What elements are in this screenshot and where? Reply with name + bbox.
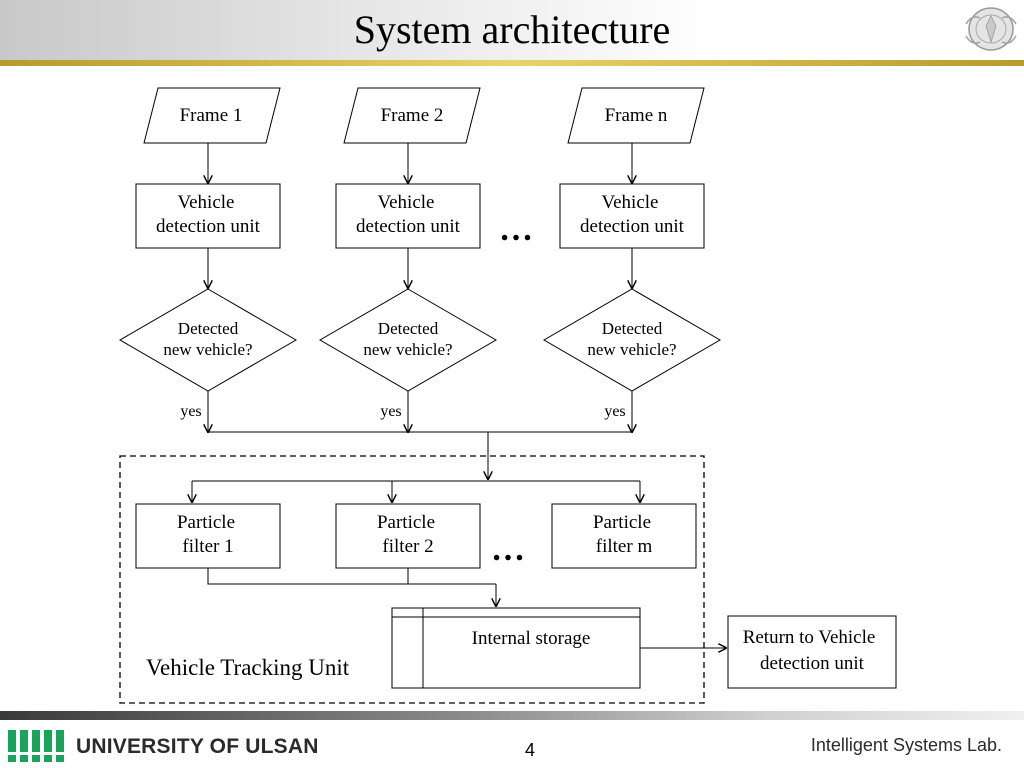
svg-text:Detected: Detected (378, 319, 439, 338)
particle-filter-1: Particle filter 1 (135, 503, 281, 569)
decision-n: Detected new vehicle? (543, 288, 721, 392)
svg-text:Vehicle: Vehicle (178, 192, 235, 213)
yes-label-1: yes (180, 403, 201, 420)
tracking-unit-boundary (119, 455, 705, 704)
tracking-unit-label: Vehicle Tracking Unit (146, 655, 350, 680)
detection-unit-1: Vehicle detection unit (135, 183, 281, 249)
svg-text:detection unit: detection unit (356, 216, 461, 237)
header-band (0, 0, 1024, 62)
svg-text:Detected: Detected (602, 319, 663, 338)
internal-storage: Internal storage (391, 607, 641, 689)
svg-text:Particle: Particle (593, 512, 651, 533)
detection-unit-2: Vehicle detection unit (335, 183, 481, 249)
svg-text:new vehicle?: new vehicle? (363, 340, 452, 359)
svg-text:Frame n: Frame n (605, 105, 668, 126)
slide-title: System architecture (353, 7, 671, 52)
yes-label-n: yes (604, 403, 625, 420)
ellipsis-detection: … (499, 211, 533, 248)
svg-text:filter m: filter m (596, 536, 653, 557)
svg-text:detection unit: detection unit (580, 216, 685, 237)
svg-text:Particle: Particle (177, 512, 235, 533)
svg-text:Detected: Detected (178, 319, 239, 338)
return-box: Return to Vehicle detection unit (727, 615, 897, 689)
header-gold-line (0, 60, 1024, 66)
svg-text:Return to Vehicle: Return to Vehicle (743, 627, 876, 648)
particle-filter-2: Particle filter 2 (335, 503, 481, 569)
frame-2-input: Frame 2 (343, 87, 481, 144)
svg-text:detection unit: detection unit (156, 216, 261, 237)
university-logo-icon (8, 730, 64, 762)
page-number: 4 (524, 740, 535, 760)
frame-n-input: Frame n (567, 87, 705, 144)
svg-text:detection unit: detection unit (760, 653, 865, 674)
particle-filter-m: Particle filter m (551, 503, 697, 569)
svg-text:filter 1: filter 1 (182, 536, 233, 557)
decision-2: Detected new vehicle? (319, 288, 497, 392)
detection-unit-n: Vehicle detection unit (559, 183, 705, 249)
university-seal-icon (965, 7, 1017, 51)
svg-text:new vehicle?: new vehicle? (587, 340, 676, 359)
lab-name: Intelligent Systems Lab. (810, 735, 1002, 755)
footer-band (0, 711, 1024, 720)
svg-text:Vehicle: Vehicle (602, 192, 659, 213)
svg-text:new vehicle?: new vehicle? (163, 340, 252, 359)
svg-text:Particle: Particle (377, 512, 435, 533)
university-name: UNIVERSITY OF ULSAN (76, 735, 319, 758)
decision-1: Detected new vehicle? (119, 288, 297, 392)
collect-line-1-2 (207, 568, 409, 585)
frame-1-input: Frame 1 (143, 87, 281, 144)
svg-text:Vehicle: Vehicle (378, 192, 435, 213)
svg-text:Internal storage: Internal storage (472, 628, 591, 649)
ellipsis-filters: … (491, 531, 525, 568)
svg-text:filter 2: filter 2 (382, 536, 433, 557)
yes-label-2: yes (380, 403, 401, 420)
svg-text:Frame 2: Frame 2 (381, 105, 444, 126)
svg-text:Frame 1: Frame 1 (180, 105, 243, 126)
